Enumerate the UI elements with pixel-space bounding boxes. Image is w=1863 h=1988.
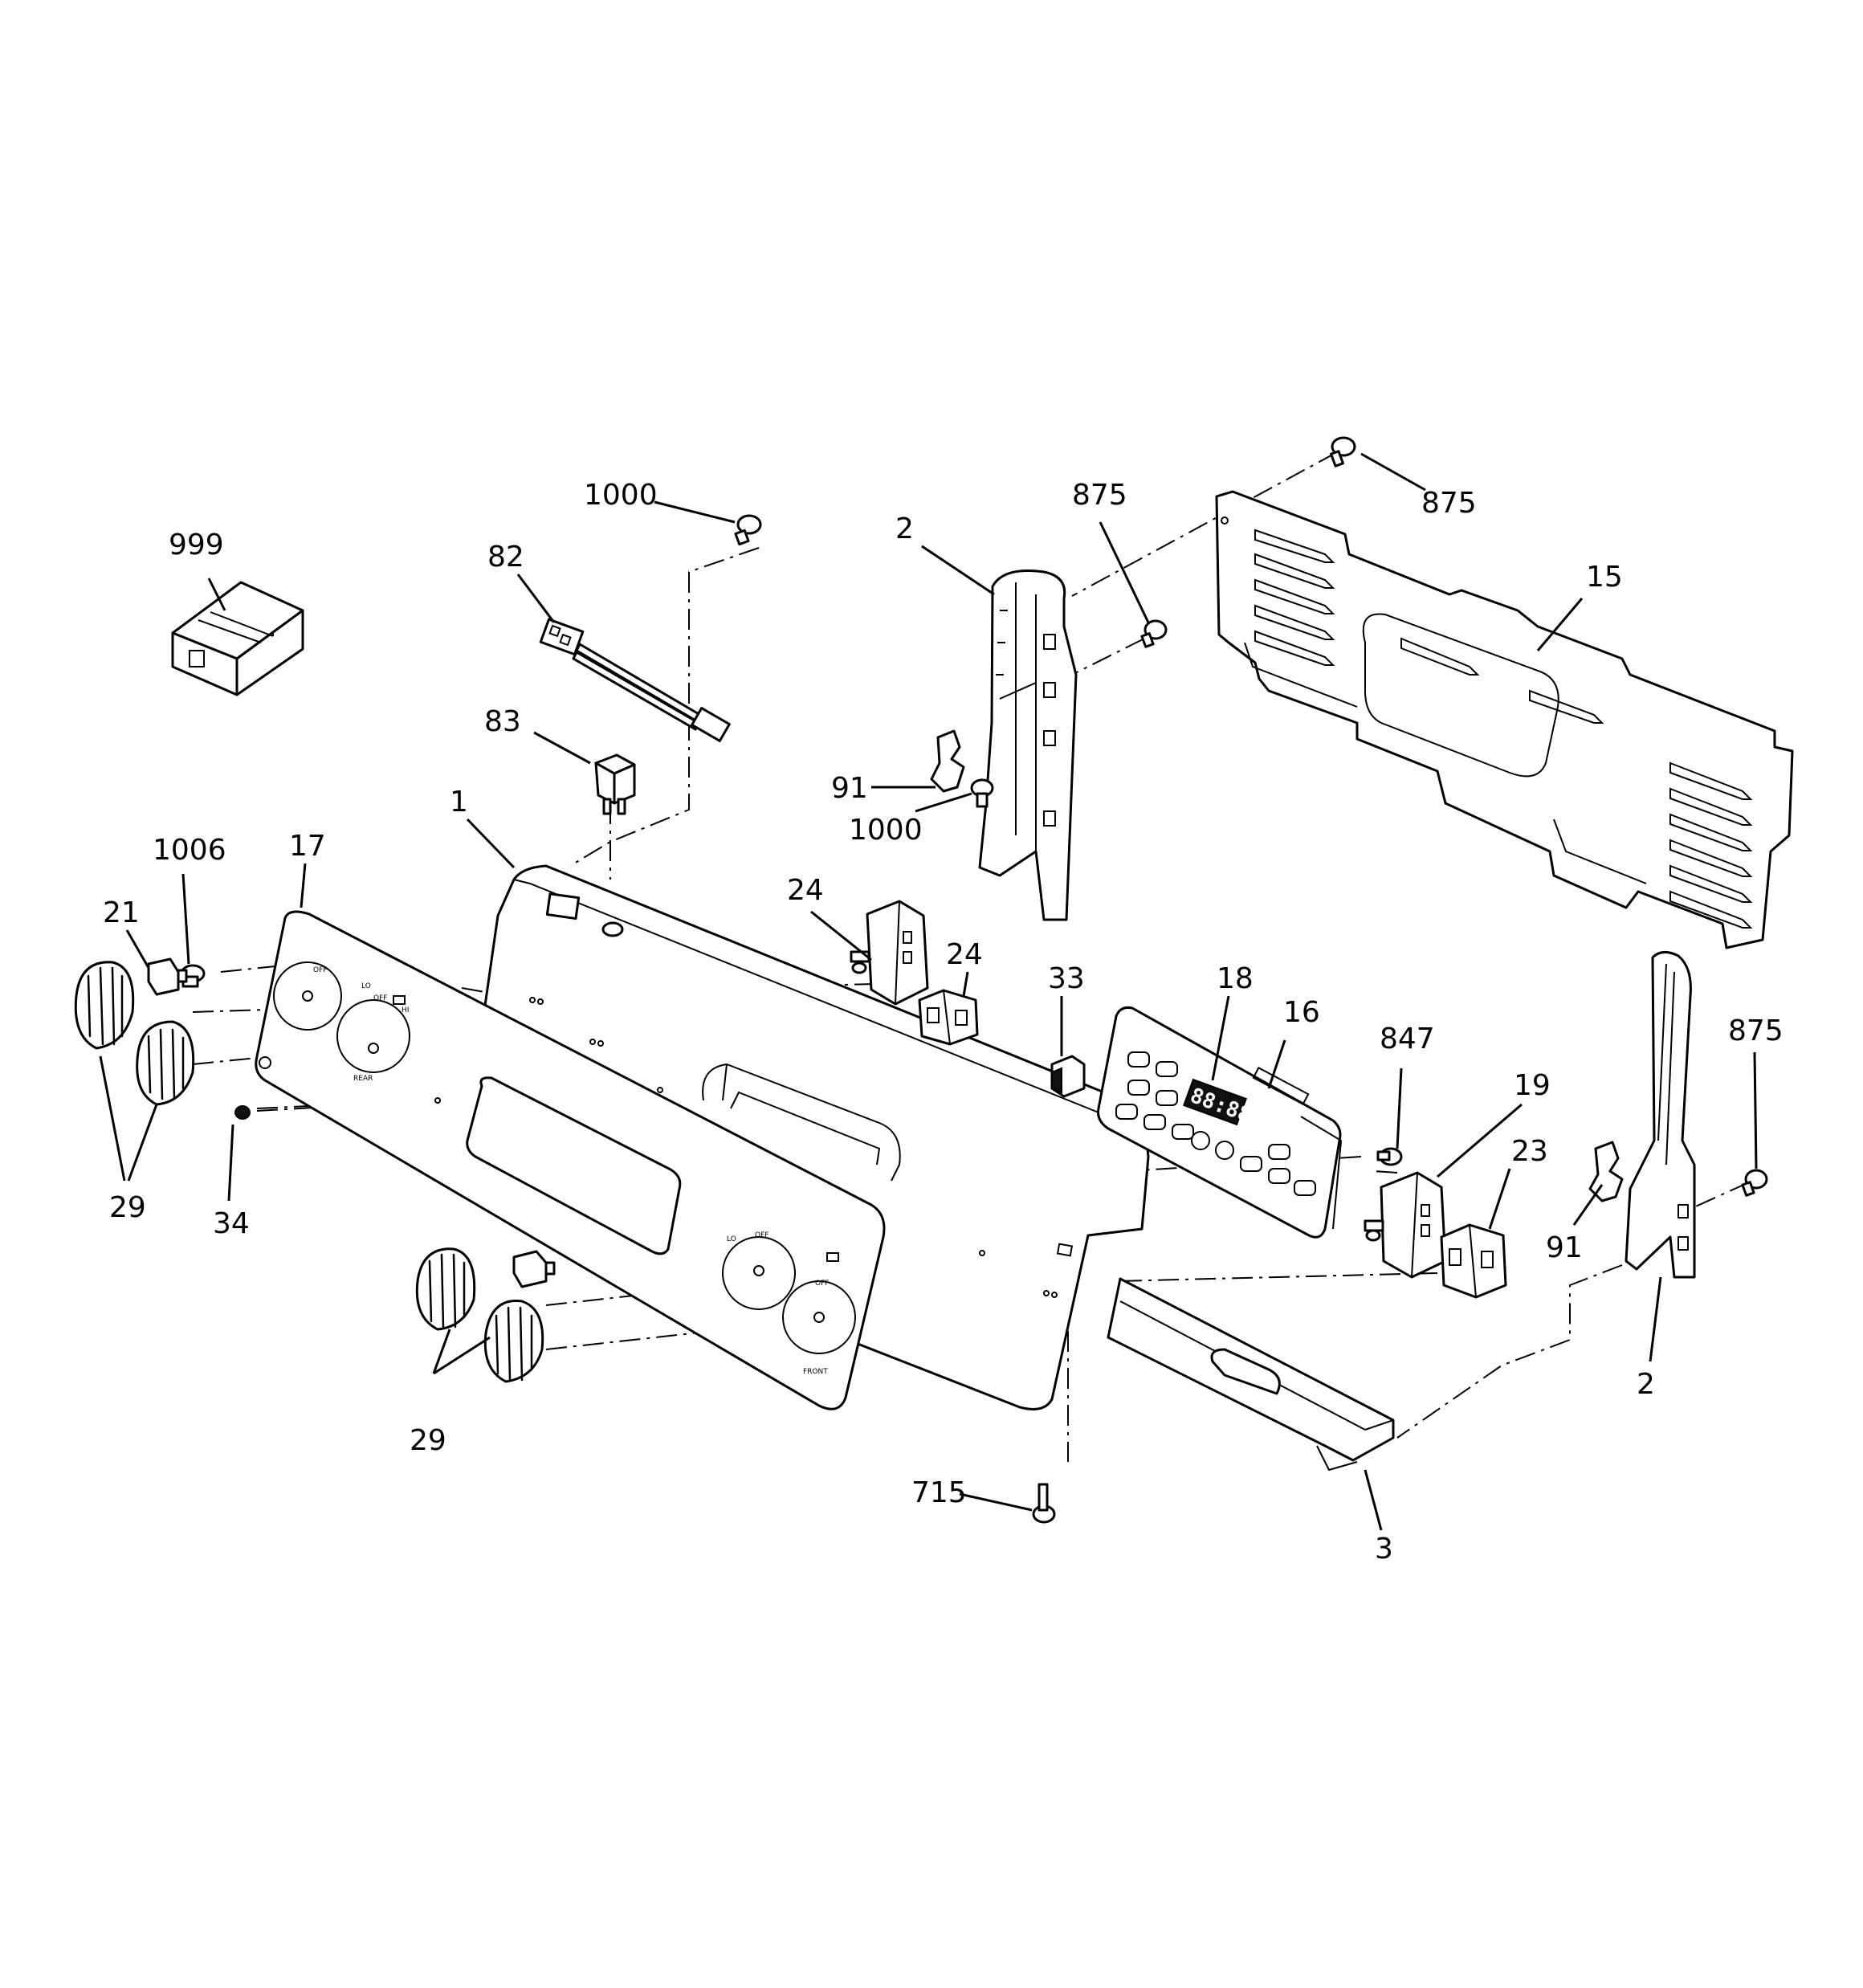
part-847-screw bbox=[1376, 1147, 1403, 1166]
part-1000-screw-mid bbox=[970, 778, 994, 808]
callout-19: 19 bbox=[1514, 1069, 1551, 1102]
part-2-end-cap-right bbox=[1625, 951, 1696, 1279]
svg-text:OFF: OFF bbox=[755, 1231, 768, 1239]
svg-text:HI: HI bbox=[402, 1006, 409, 1014]
callout-715: 715 bbox=[911, 1476, 967, 1509]
part-16-control-board: 88:88 bbox=[1097, 1006, 1343, 1239]
svg-text:LO: LO bbox=[727, 1235, 736, 1243]
part-999-box bbox=[171, 581, 304, 696]
svg-text:OFF: OFF bbox=[815, 1280, 829, 1288]
callout-18: 18 bbox=[1217, 962, 1254, 995]
callout-labels: 999 1000 82 83 1 1006 17 21 29 34 2 875 … bbox=[103, 479, 1784, 1565]
part-19-oven-switch bbox=[1364, 1171, 1447, 1279]
callout-34: 34 bbox=[213, 1207, 250, 1240]
svg-text:OFF: OFF bbox=[313, 966, 327, 974]
vent-slots-right bbox=[1669, 761, 1753, 929]
callout-875: 875 bbox=[1072, 479, 1127, 512]
part-21-clip-left bbox=[147, 957, 188, 996]
part-24-switch-a bbox=[850, 900, 929, 1006]
part-17-control-panel: OFF OFF LO HI OFF LO OFF FRONT REAR bbox=[255, 910, 886, 1410]
callout-83: 83 bbox=[484, 705, 521, 738]
callout-23: 23 bbox=[1511, 1135, 1548, 1168]
callout-91: 91 bbox=[831, 772, 868, 805]
part-21-clip-bottom bbox=[512, 1250, 556, 1288]
part-715-screw bbox=[1032, 1483, 1056, 1524]
part-875-screw-mid bbox=[1140, 619, 1168, 648]
part-875-screw-top bbox=[1330, 436, 1356, 467]
callout-29: 29 bbox=[410, 1424, 446, 1457]
callout-1006: 1006 bbox=[153, 834, 226, 867]
svg-text:REAR: REAR bbox=[353, 1075, 373, 1083]
svg-text:FRONT: FRONT bbox=[803, 1368, 828, 1376]
part-34-nut bbox=[234, 1105, 251, 1120]
callout-91: 91 bbox=[1546, 1231, 1583, 1264]
part-29-knob-3 bbox=[415, 1247, 476, 1331]
callout-24: 24 bbox=[946, 938, 983, 971]
callout-999: 999 bbox=[169, 529, 224, 561]
callout-16: 16 bbox=[1283, 996, 1320, 1029]
part-3-trim-rail bbox=[1107, 1277, 1395, 1472]
callout-3: 3 bbox=[1375, 1533, 1393, 1565]
callout-2: 2 bbox=[1637, 1368, 1655, 1401]
part-24-switch-b bbox=[918, 989, 979, 1046]
callout-24: 24 bbox=[787, 874, 824, 907]
part-1000-screw-top bbox=[734, 514, 762, 546]
callout-15: 15 bbox=[1586, 561, 1623, 594]
part-82-wire-harness bbox=[539, 618, 731, 742]
callout-2: 2 bbox=[895, 512, 914, 545]
callout-29: 29 bbox=[109, 1191, 146, 1224]
part-1-backsplash-panel bbox=[460, 864, 1150, 1410]
part-29-knob-1 bbox=[74, 961, 135, 1050]
part-15-rear-cover bbox=[1215, 490, 1794, 949]
part-29-knob-2 bbox=[136, 1020, 195, 1106]
callout-21: 21 bbox=[103, 896, 140, 929]
callout-875: 875 bbox=[1421, 487, 1477, 520]
callout-847: 847 bbox=[1380, 1023, 1435, 1055]
callout-82: 82 bbox=[487, 541, 524, 574]
callout-33: 33 bbox=[1048, 962, 1085, 995]
callout-17: 17 bbox=[289, 830, 326, 863]
part-2-end-cap-left bbox=[978, 569, 1078, 921]
callout-875: 875 bbox=[1728, 1014, 1784, 1047]
vent-slots-left bbox=[1254, 529, 1335, 666]
part-875-screw-right bbox=[1741, 1169, 1768, 1197]
part-91-bracket-left bbox=[930, 729, 965, 793]
callout-1: 1 bbox=[450, 786, 468, 818]
part-23-relay bbox=[1440, 1223, 1507, 1299]
svg-text:LO: LO bbox=[361, 982, 371, 990]
svg-text:OFF: OFF bbox=[373, 994, 387, 1002]
part-83-switch bbox=[594, 753, 636, 815]
callout-1000: 1000 bbox=[849, 814, 923, 847]
part-91-bracket-right bbox=[1588, 1141, 1624, 1202]
part-29-knob-4 bbox=[483, 1300, 544, 1383]
callout-1000: 1000 bbox=[584, 479, 658, 512]
leader-lines bbox=[99, 452, 1758, 1531]
part-33-indicator-light bbox=[1050, 1055, 1086, 1098]
